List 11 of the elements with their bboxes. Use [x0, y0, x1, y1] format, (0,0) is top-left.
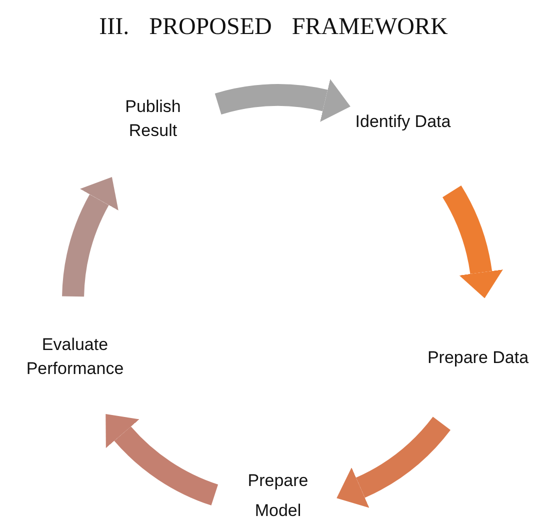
curved-arrow	[215, 78, 351, 122]
curved-arrow	[62, 176, 120, 298]
section-title: III. PROPOSED FRAMEWORK	[98, 14, 449, 41]
step-label: Prepare Data	[413, 346, 543, 370]
step-label: Identify Data	[338, 110, 468, 134]
step-label: Evaluate Performance	[10, 333, 140, 381]
curved-arrow	[337, 416, 450, 508]
curved-arrow	[104, 414, 219, 506]
step-label: Publish Result	[108, 95, 198, 143]
curved-arrow	[442, 186, 503, 298]
step-label: Prepare Model	[233, 466, 323, 526]
